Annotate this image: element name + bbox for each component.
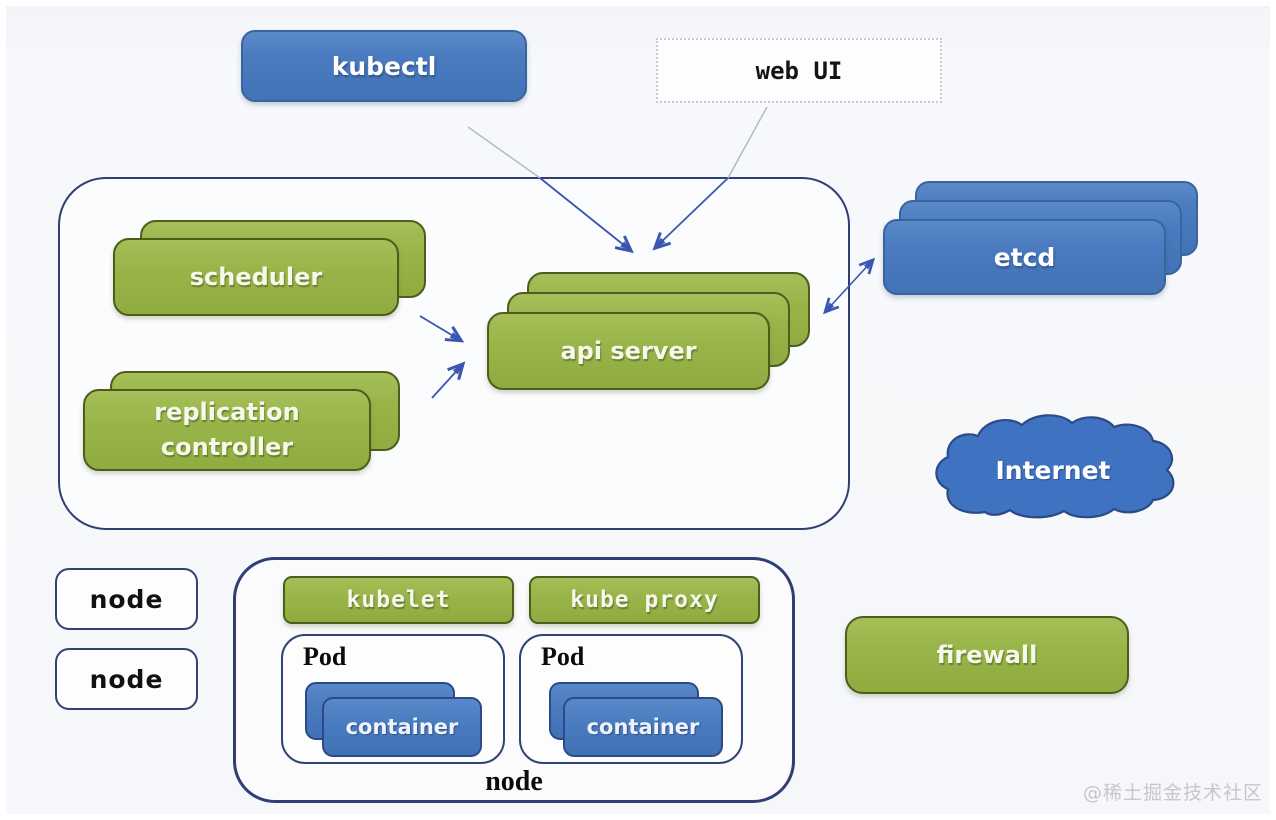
kubectl-label: kubectl <box>331 51 437 81</box>
internet-label: Internet <box>995 455 1111 485</box>
replication-controller-label: replication controller <box>154 398 300 461</box>
container-2-label: container <box>586 715 700 739</box>
watermark-text: @稀土掘金技术社区 <box>1083 782 1264 804</box>
replication-controller-box: replication controller <box>83 389 371 471</box>
web-ui-box: web UI <box>656 38 942 103</box>
etcd-box: etcd <box>883 219 1166 295</box>
internet-cloud-label-wrap: Internet <box>953 442 1153 498</box>
node-box-1: node <box>55 568 198 630</box>
pod-1-label: Pod <box>303 642 347 671</box>
scheduler-box: scheduler <box>113 238 399 316</box>
kube-proxy-box: kube proxy <box>529 576 760 624</box>
arrow-webui-to-apiserver-upper <box>727 106 768 179</box>
api-server-label: api server <box>560 337 697 365</box>
node-group-label: node <box>485 766 543 797</box>
container-1-label: container <box>345 715 459 739</box>
firewall-label: firewall <box>936 641 1038 669</box>
web-ui-label: web UI <box>755 56 843 85</box>
kubelet-label: kubelet <box>346 587 451 613</box>
pod-box-2: Pod container <box>519 634 743 764</box>
container-box-2: container <box>563 697 723 757</box>
scheduler-label: scheduler <box>189 263 323 291</box>
arrow-kubectl-to-apiserver-upper <box>467 126 541 179</box>
node-1-label: node <box>89 584 164 614</box>
node-box-2: node <box>55 648 198 710</box>
pod-2-label: Pod <box>541 642 585 671</box>
api-server-box: api server <box>487 312 770 390</box>
kubectl-box: kubectl <box>241 30 527 102</box>
pod-box-1: Pod container <box>281 634 505 764</box>
node-2-label: node <box>89 664 164 694</box>
kube-proxy-label: kube proxy <box>570 587 719 613</box>
firewall-box: firewall <box>845 616 1129 694</box>
etcd-label: etcd <box>993 242 1056 272</box>
kubelet-box: kubelet <box>283 576 514 624</box>
container-box-1: container <box>322 697 482 757</box>
